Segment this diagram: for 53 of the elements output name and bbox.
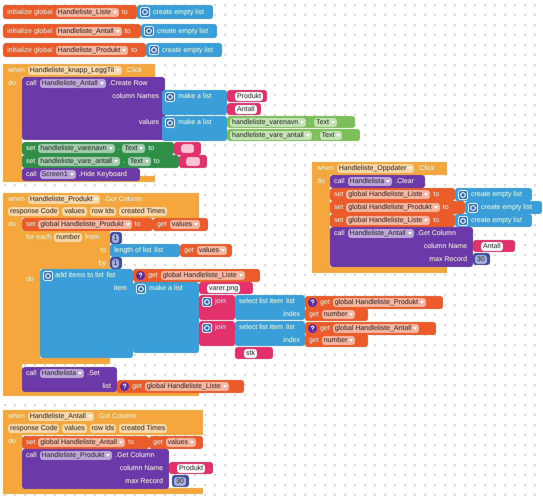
variable-block bbox=[180, 244, 232, 257]
method-call-block bbox=[22, 367, 117, 392]
list-block bbox=[110, 244, 180, 257]
variable-block bbox=[3, 43, 146, 57]
text-block bbox=[199, 282, 253, 294]
number-block bbox=[172, 475, 189, 487]
text-block bbox=[199, 295, 235, 320]
list-block bbox=[137, 5, 213, 19]
variable-block bbox=[3, 24, 141, 38]
list-block bbox=[133, 282, 199, 353]
text-block bbox=[179, 155, 207, 168]
variable-block bbox=[117, 380, 244, 393]
number-block bbox=[473, 253, 490, 265]
property-getter-block bbox=[227, 129, 360, 141]
list-block bbox=[162, 90, 227, 115]
list-block bbox=[455, 188, 532, 201]
text-block bbox=[169, 462, 213, 474]
variable-block bbox=[153, 218, 208, 231]
text-block bbox=[227, 90, 267, 102]
method-call-block bbox=[22, 77, 165, 140]
method-call-block bbox=[22, 168, 140, 181]
list-block bbox=[235, 295, 305, 320]
method-call-block bbox=[330, 227, 473, 267]
list-block bbox=[162, 116, 227, 141]
variable-block bbox=[330, 201, 465, 214]
list-block bbox=[235, 321, 305, 346]
text-block bbox=[199, 321, 235, 346]
variable-block bbox=[3, 5, 137, 19]
property-setter-block bbox=[22, 142, 174, 155]
variable-block bbox=[22, 436, 149, 449]
text-block bbox=[227, 103, 261, 115]
variable-block bbox=[330, 188, 455, 201]
list-block bbox=[455, 214, 532, 227]
text-block bbox=[235, 347, 273, 359]
property-getter-block bbox=[227, 116, 355, 128]
list-block bbox=[146, 43, 222, 57]
variable-block bbox=[305, 322, 436, 335]
list-block bbox=[40, 269, 133, 358]
variable-block bbox=[22, 218, 153, 231]
variable-block bbox=[133, 269, 260, 282]
list-block bbox=[141, 24, 217, 38]
number-block bbox=[110, 232, 122, 244]
variable-block bbox=[149, 436, 203, 449]
method-call-block bbox=[330, 175, 425, 188]
variable-block bbox=[330, 214, 455, 227]
text-block bbox=[473, 240, 515, 252]
method-call-block bbox=[22, 449, 169, 489]
text-block bbox=[174, 142, 201, 155]
variable-block bbox=[305, 296, 443, 309]
variable-block bbox=[305, 308, 368, 321]
number-block bbox=[110, 257, 122, 269]
variable-block bbox=[305, 334, 368, 347]
property-setter-block bbox=[22, 155, 179, 168]
